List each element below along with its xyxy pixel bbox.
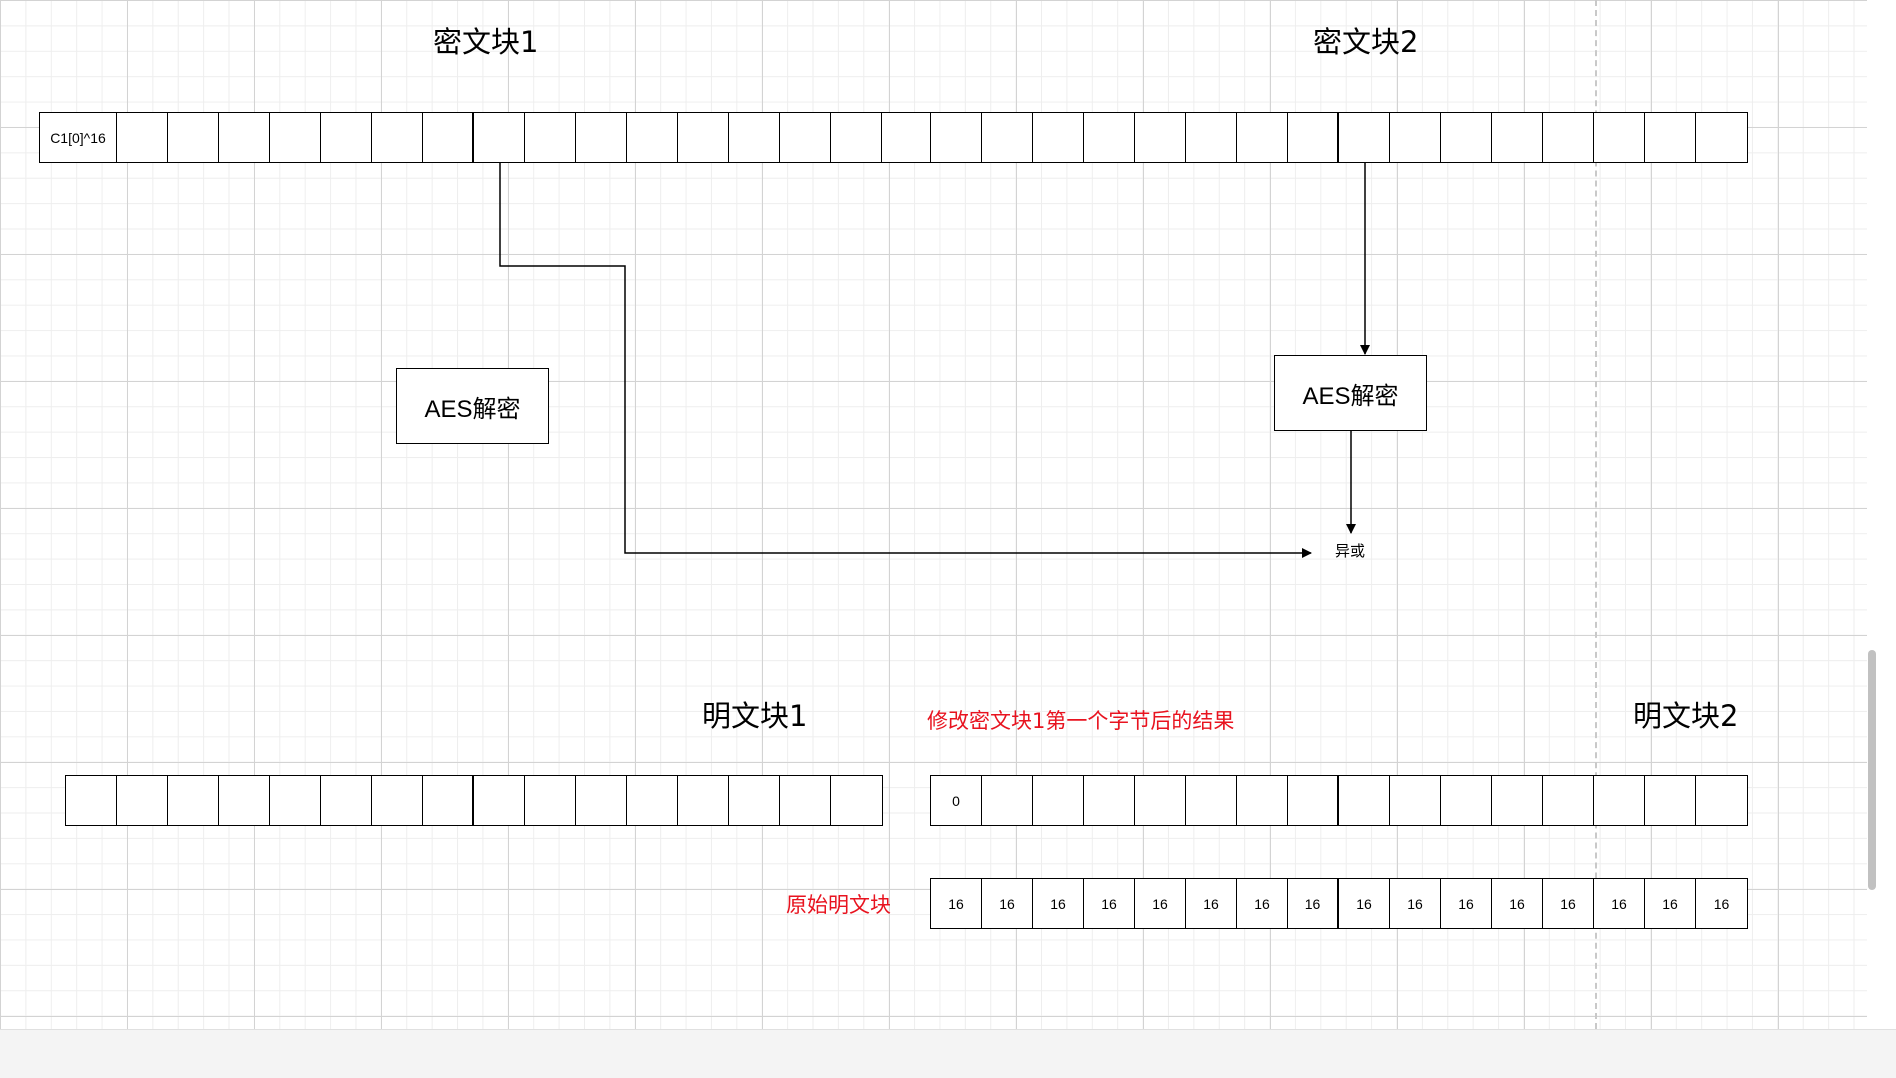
aes-decrypt-box-left[interactable]: AES解密 bbox=[396, 368, 549, 444]
byte-cell[interactable]: 16 bbox=[1033, 879, 1084, 928]
byte-cell[interactable]: 16 bbox=[1441, 879, 1492, 928]
byte-cell[interactable] bbox=[525, 776, 576, 825]
byte-cell[interactable] bbox=[219, 776, 270, 825]
byte-cell[interactable]: 16 bbox=[1135, 879, 1186, 928]
byte-cell[interactable] bbox=[66, 776, 117, 825]
byte-cell[interactable] bbox=[321, 776, 372, 825]
byte-cell[interactable] bbox=[270, 776, 321, 825]
byte-cell[interactable] bbox=[1594, 776, 1645, 825]
byte-cell[interactable] bbox=[1492, 776, 1543, 825]
byte-cell[interactable]: 16 bbox=[1186, 879, 1237, 928]
byte-cell[interactable] bbox=[678, 776, 729, 825]
byte-cell[interactable]: 16 bbox=[1713, 895, 1730, 912]
byte-cell[interactable]: 16 bbox=[931, 879, 982, 928]
modified-result-note: 修改密文块1第一个字节后的结果 bbox=[927, 709, 1235, 733]
diagram-canvas bbox=[0, 0, 1867, 1029]
byte-cell[interactable] bbox=[1084, 113, 1135, 162]
byte-cell[interactable] bbox=[729, 776, 780, 825]
byte-cell[interactable] bbox=[219, 113, 270, 162]
byte-cell[interactable] bbox=[423, 113, 474, 162]
byte-cell[interactable] bbox=[1135, 776, 1186, 825]
byte-cell[interactable] bbox=[1441, 113, 1492, 162]
byte-cell[interactable] bbox=[627, 776, 678, 825]
byte-cell[interactable] bbox=[1033, 113, 1084, 162]
byte-cell[interactable] bbox=[270, 113, 321, 162]
cipher1-to-xor-connector bbox=[499, 163, 1312, 558]
byte-cell[interactable] bbox=[1033, 776, 1084, 825]
plain-block-1-row bbox=[65, 775, 883, 826]
byte-cell[interactable] bbox=[576, 776, 627, 825]
byte-cell[interactable] bbox=[576, 113, 627, 162]
byte-cell[interactable] bbox=[627, 113, 678, 162]
byte-cell[interactable] bbox=[1237, 776, 1288, 825]
modified-plain-block-2-row: 0 bbox=[930, 775, 1748, 826]
byte-cell[interactable] bbox=[982, 113, 1033, 162]
vertical-scrollbar[interactable] bbox=[1868, 650, 1876, 890]
byte-cell[interactable] bbox=[831, 113, 882, 162]
page-break-line bbox=[1595, 0, 1597, 1029]
bottom-bar bbox=[0, 1029, 1896, 1078]
byte-cell[interactable]: 16 bbox=[1645, 879, 1696, 928]
cipher-block-2-title: 密文块2 bbox=[1313, 25, 1419, 59]
byte-cell[interactable] bbox=[168, 776, 219, 825]
byte-cell[interactable] bbox=[1594, 113, 1645, 162]
plain-block-2-title: 明文块2 bbox=[1633, 699, 1739, 733]
byte-cell[interactable]: 16 bbox=[1594, 879, 1645, 928]
byte-cell[interactable] bbox=[1645, 113, 1696, 162]
byte-cell[interactable]: 16 bbox=[1288, 879, 1339, 928]
byte-cell[interactable]: 16 bbox=[1543, 879, 1594, 928]
plain-block-1-title: 明文块1 bbox=[702, 699, 808, 733]
byte-cell[interactable] bbox=[1543, 113, 1594, 162]
byte-cell[interactable]: C1[0]^16 bbox=[40, 113, 117, 162]
byte-cell[interactable] bbox=[1390, 113, 1441, 162]
byte-cell[interactable]: 16 bbox=[1339, 879, 1390, 928]
xor-label: 异或 bbox=[1335, 542, 1366, 560]
byte-cell[interactable] bbox=[525, 113, 576, 162]
cipher-block-1-title: 密文块1 bbox=[433, 25, 539, 59]
byte-cell[interactable] bbox=[1237, 113, 1288, 162]
byte-cell[interactable] bbox=[1339, 113, 1390, 162]
byte-cell[interactable] bbox=[1135, 113, 1186, 162]
byte-cell[interactable]: 16 bbox=[1390, 879, 1441, 928]
byte-cell[interactable] bbox=[1543, 776, 1594, 825]
byte-cell[interactable] bbox=[931, 113, 982, 162]
byte-cell[interactable] bbox=[1084, 776, 1135, 825]
byte-cell[interactable] bbox=[1339, 776, 1390, 825]
byte-cell[interactable] bbox=[1492, 113, 1543, 162]
byte-cell[interactable] bbox=[474, 776, 525, 825]
byte-cell[interactable] bbox=[372, 776, 423, 825]
byte-cell[interactable] bbox=[321, 113, 372, 162]
byte-cell[interactable] bbox=[1645, 776, 1696, 825]
aes-decrypt-box-right[interactable]: AES解密 bbox=[1274, 355, 1427, 431]
byte-cell[interactable]: 16 bbox=[1237, 879, 1288, 928]
byte-cell[interactable] bbox=[1390, 776, 1441, 825]
byte-cell[interactable]: 0 bbox=[931, 776, 982, 825]
cipher-block-2-row bbox=[930, 112, 1748, 163]
byte-cell[interactable] bbox=[1288, 113, 1339, 162]
byte-cell[interactable]: 16 bbox=[1084, 879, 1135, 928]
byte-cell[interactable] bbox=[780, 113, 831, 162]
byte-cell[interactable] bbox=[372, 113, 423, 162]
byte-cell[interactable] bbox=[1186, 113, 1237, 162]
byte-cell[interactable] bbox=[982, 776, 1033, 825]
cipher-block-1-row: C1[0]^16 bbox=[39, 112, 934, 163]
byte-cell[interactable] bbox=[474, 113, 525, 162]
byte-cell[interactable] bbox=[423, 776, 474, 825]
original-plaintext-note: 原始明文块 bbox=[786, 893, 891, 917]
byte-cell[interactable] bbox=[729, 113, 780, 162]
byte-cell[interactable] bbox=[1186, 776, 1237, 825]
byte-cell[interactable]: 16 bbox=[982, 879, 1033, 928]
byte-cell[interactable] bbox=[168, 113, 219, 162]
byte-cell[interactable] bbox=[780, 776, 831, 825]
byte-cell[interactable] bbox=[117, 113, 168, 162]
original-plain-block-row: 16 16 16 16 16 16 16 16 16 16 16 16 16 1… bbox=[930, 878, 1748, 929]
byte-cell[interactable] bbox=[117, 776, 168, 825]
byte-cell[interactable]: 16 bbox=[1492, 879, 1543, 928]
byte-cell[interactable] bbox=[678, 113, 729, 162]
byte-cell[interactable] bbox=[1441, 776, 1492, 825]
byte-cell[interactable] bbox=[1288, 776, 1339, 825]
